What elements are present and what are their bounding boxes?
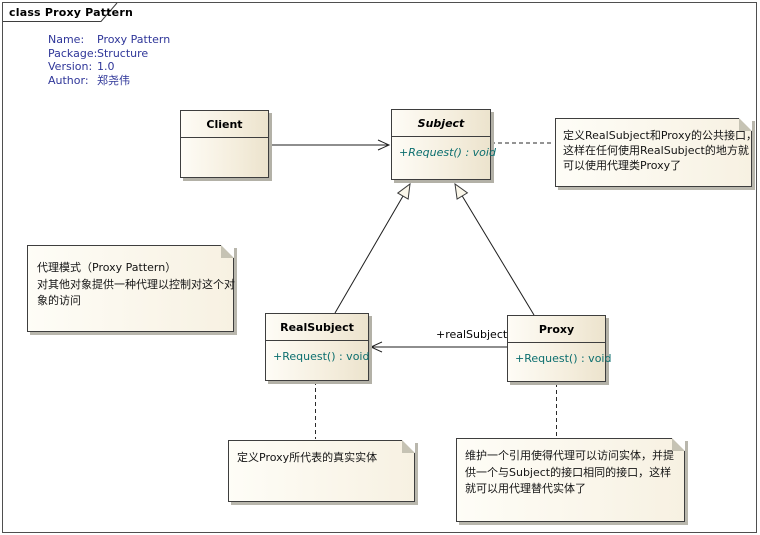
- note-subject[interactable]: 定义RealSubject和Proxy的公共接口， 这样在任何使用RealSub…: [555, 118, 757, 187]
- note-realsubject[interactable]: 定义Proxy所代表的真实实体: [228, 440, 415, 502]
- class-name: Proxy: [538, 322, 575, 336]
- operation-signature: Request() : void: [282, 350, 370, 363]
- class-subject-operations: + Request() : void: [392, 137, 496, 159]
- association-role-label[interactable]: +realSubject: [436, 328, 508, 341]
- info-label: Author:: [48, 73, 89, 87]
- frame-tab-label: class Proxy Pattern: [9, 6, 133, 19]
- class-proxy-operations: + Request() : void: [508, 343, 611, 365]
- class-proxy-title: Proxy: [508, 316, 605, 343]
- note-text-line: 可以使用代理类Proxy了: [563, 159, 682, 172]
- class-client-title: Client: [181, 111, 268, 138]
- note-text-line: 维护一个引用使得代理可以访问实体，并提: [465, 449, 674, 462]
- class-name: RealSubject: [280, 320, 354, 334]
- note-pattern-definition[interactable]: 代理模式（Proxy Pattern） 对其他对象提供一种代理以控制对这个对 象…: [27, 245, 235, 332]
- note-text-line: 就可以用代理替代实体了: [465, 482, 586, 495]
- operation-visibility: +: [515, 352, 525, 365]
- class-realsubject-operations: + Request() : void: [266, 341, 370, 363]
- note-text-line: 定义RealSubject和Proxy的公共接口，: [563, 129, 757, 142]
- class-name: Subject: [417, 116, 465, 130]
- operation-request[interactable]: + Request() : void: [398, 146, 496, 159]
- operation-request[interactable]: + Request() : void: [514, 352, 611, 365]
- class-subject-title: Subject: [392, 110, 490, 137]
- note-text-line: 这样在任何使用RealSubject的地方就: [563, 144, 749, 157]
- note-text-line: 供一个与Subject的接口相同的接口，这样: [465, 465, 672, 479]
- diagram-info-block[interactable]: Name: Proxy Pattern Package: Structure V…: [48, 33, 170, 87]
- operation-signature: Request() : void: [408, 146, 496, 159]
- info-label: Package:: [48, 46, 98, 60]
- note-text-line: 对其他对象提供一种代理以控制对这个对: [37, 277, 235, 291]
- class-realsubject[interactable]: RealSubject + Request() : void: [265, 313, 369, 381]
- class-proxy[interactable]: Proxy + Request() : void: [507, 315, 611, 382]
- operation-request[interactable]: + Request() : void: [272, 350, 370, 363]
- info-row-package: Package: Structure: [48, 47, 170, 61]
- class-realsubject-title: RealSubject: [266, 314, 368, 341]
- operation-visibility: +: [273, 350, 283, 363]
- note-text-line: 定义Proxy所代表的真实实体: [237, 451, 378, 464]
- class-name: Client: [206, 117, 243, 131]
- info-value: Proxy Pattern: [97, 33, 171, 46]
- info-row-author: Author: 郑尧伟: [48, 74, 170, 88]
- class-client-operations: [181, 138, 268, 147]
- note-text-line: 象的访问: [37, 294, 81, 307]
- info-value: 1.0: [97, 60, 115, 73]
- info-row-version: Version: 1.0: [48, 60, 170, 74]
- operation-visibility: +: [399, 146, 409, 159]
- info-label: Version:: [48, 60, 93, 73]
- info-value: Structure: [97, 46, 149, 60]
- info-label: Name:: [48, 33, 85, 46]
- class-client[interactable]: Client: [180, 110, 269, 178]
- operation-signature: Request() : void: [524, 352, 612, 365]
- info-row-name: Name: Proxy Pattern: [48, 33, 170, 47]
- info-value: 郑尧伟: [97, 73, 130, 87]
- note-text-line: 代理模式（Proxy Pattern）: [37, 261, 177, 274]
- class-subject[interactable]: Subject + Request() : void: [391, 109, 496, 180]
- diagram-frame-tab[interactable]: class Proxy Pattern: [9, 6, 133, 19]
- note-proxy[interactable]: 维护一个引用使得代理可以访问实体，并提 供一个与Subject的接口相同的接口，…: [456, 438, 685, 522]
